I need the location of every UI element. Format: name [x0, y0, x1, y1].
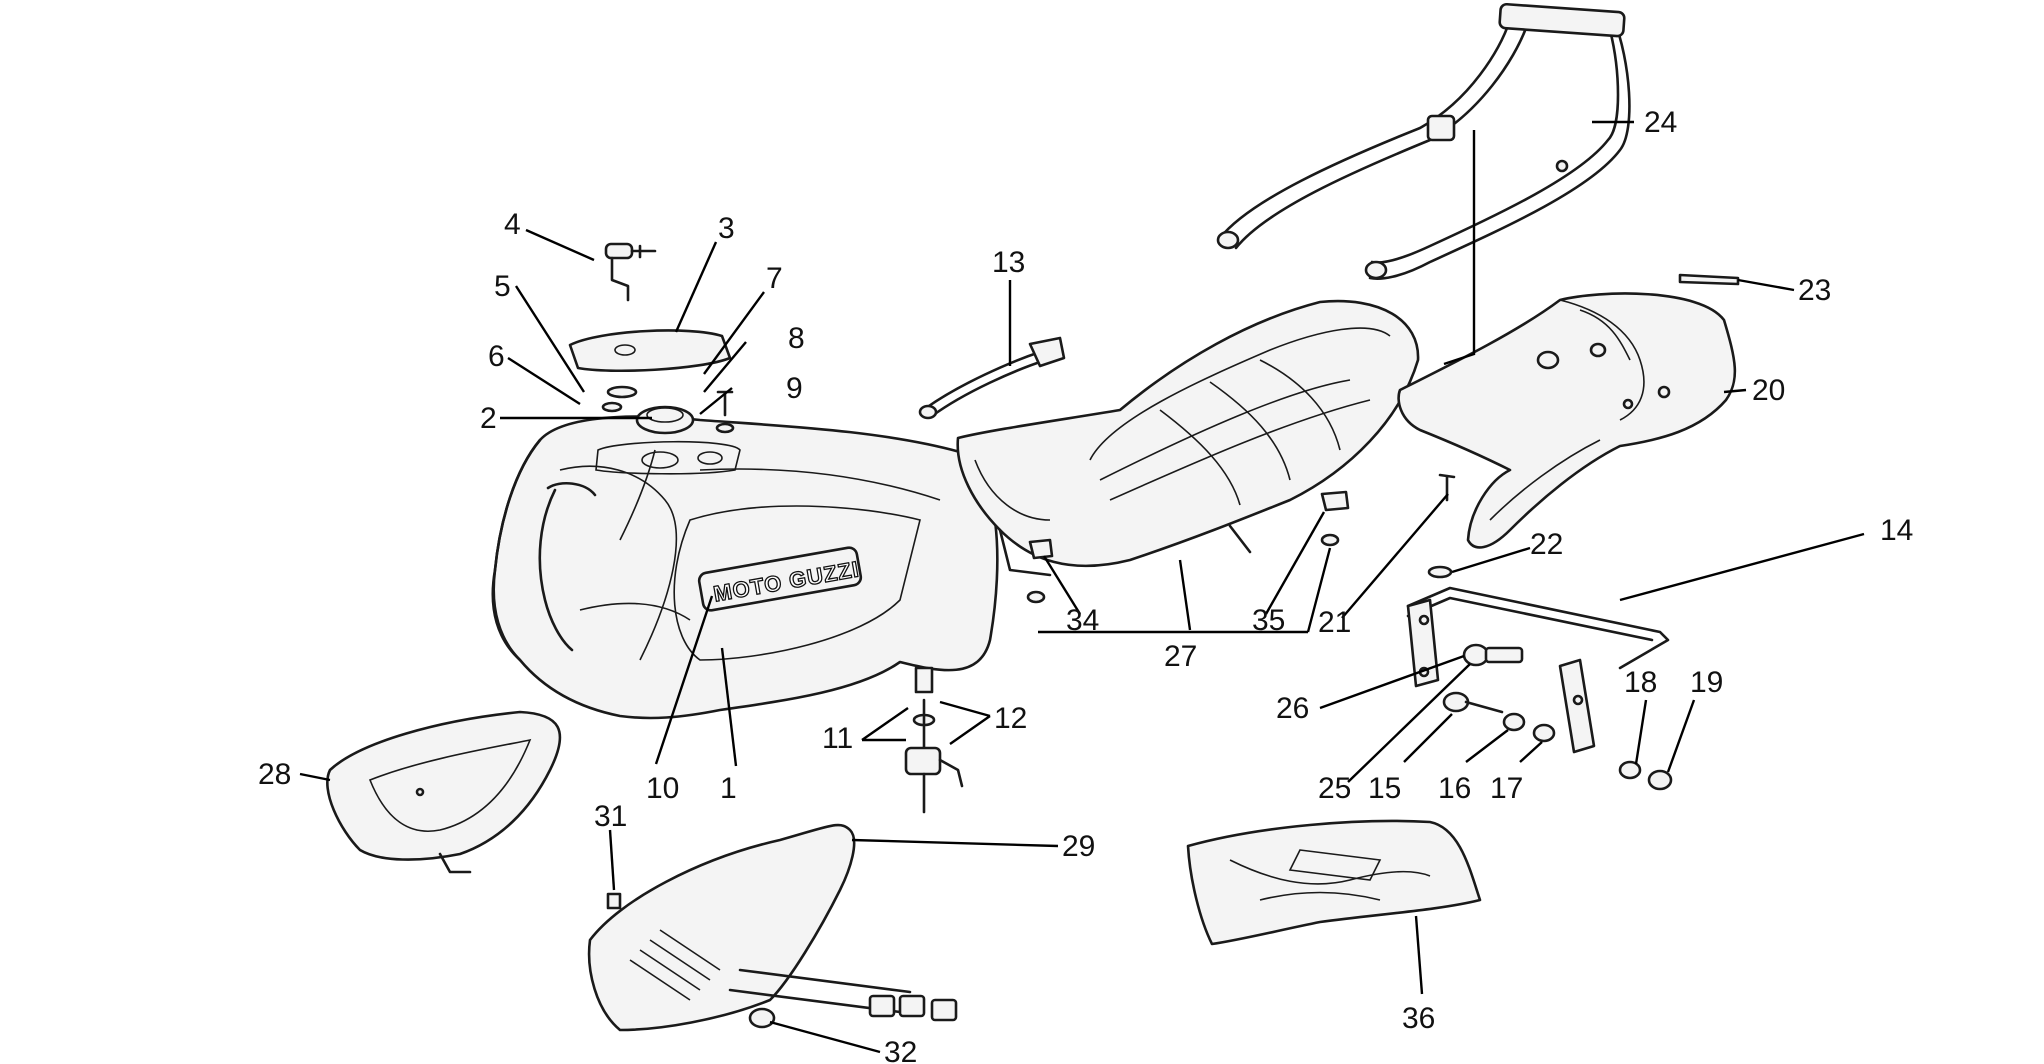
callout-6: 6	[488, 340, 505, 373]
grommet-32	[748, 1007, 776, 1029]
tail-badge	[1678, 273, 1740, 286]
callout-15: 15	[1368, 772, 1401, 805]
left-side-panel	[326, 710, 562, 874]
callout-13: 13	[992, 246, 1025, 279]
right-side-panel	[587, 823, 958, 1032]
seat-strap	[918, 336, 1066, 420]
callout-14: 14	[1880, 514, 1913, 547]
callout-34: 34	[1066, 604, 1099, 637]
washer-18	[1618, 760, 1642, 780]
callout-3: 3	[718, 212, 735, 245]
callout-12: 12	[994, 702, 1027, 735]
callout-32: 32	[884, 1036, 917, 1064]
callout-24: 24	[1644, 106, 1677, 139]
leader-lines	[299, 120, 1865, 1054]
tank-front-profile	[492, 438, 597, 662]
callout-labels: 1 2 3 4 5 6 7 8 9 10 11 12 13 14 15 16 1…	[258, 106, 1913, 1064]
callout-28: 28	[258, 758, 291, 791]
grab-rail	[1216, 2, 1631, 280]
callout-10: 10	[646, 772, 679, 805]
seat-hinge-right	[1320, 490, 1350, 547]
callout-8: 8	[788, 322, 805, 355]
nut-17	[1532, 723, 1556, 743]
callout-7: 7	[766, 262, 783, 295]
nut-19	[1647, 769, 1673, 791]
callout-36: 36	[1402, 1002, 1435, 1035]
callout-31: 31	[594, 800, 627, 833]
seat	[956, 299, 1420, 577]
callout-26: 26	[1276, 692, 1309, 725]
callout-18: 18	[1624, 666, 1657, 699]
lock-cover	[568, 329, 732, 373]
rear-bracket	[1406, 586, 1670, 754]
fuel-tap	[904, 666, 964, 814]
washer-pair	[601, 385, 638, 413]
callout-29: 29	[1062, 830, 1095, 863]
bolt-26	[1462, 643, 1524, 667]
callout-1: 1	[720, 772, 737, 805]
seat-hinge-left	[1026, 538, 1054, 604]
callout-23: 23	[1798, 274, 1831, 307]
callout-19: 19	[1690, 666, 1723, 699]
bolt-15	[1442, 691, 1504, 714]
tank-bolt	[715, 390, 735, 434]
tool-tray	[1186, 819, 1482, 946]
fairing-washer	[1427, 565, 1453, 579]
callout-25: 25	[1318, 772, 1351, 805]
callout-20: 20	[1752, 374, 1785, 407]
callout-17: 17	[1490, 772, 1523, 805]
callout-35: 35	[1252, 604, 1285, 637]
fuel-cap	[635, 405, 695, 435]
callout-16: 16	[1438, 772, 1471, 805]
callout-11: 11	[822, 722, 853, 755]
key-lock	[604, 242, 657, 302]
tail-fairing	[1397, 292, 1737, 549]
callout-4: 4	[504, 208, 521, 241]
callout-22: 22	[1530, 528, 1563, 561]
callout-9: 9	[786, 372, 803, 405]
callout-21: 21	[1318, 606, 1351, 639]
callout-27: 27	[1164, 640, 1197, 673]
callout-5: 5	[494, 270, 511, 303]
clip-31	[606, 892, 622, 910]
callout-2: 2	[480, 402, 497, 435]
washer-16	[1502, 712, 1526, 732]
